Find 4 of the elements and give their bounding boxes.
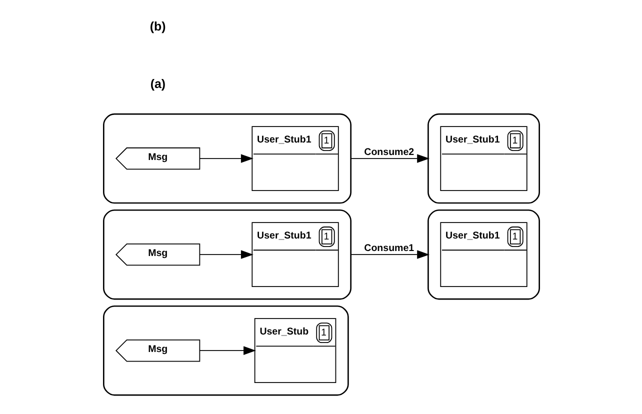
edge-label: Consume1 (364, 242, 414, 254)
label: (b) (149, 19, 166, 34)
label: (a) (150, 77, 166, 92)
edge-label: Consume2 (364, 146, 414, 158)
